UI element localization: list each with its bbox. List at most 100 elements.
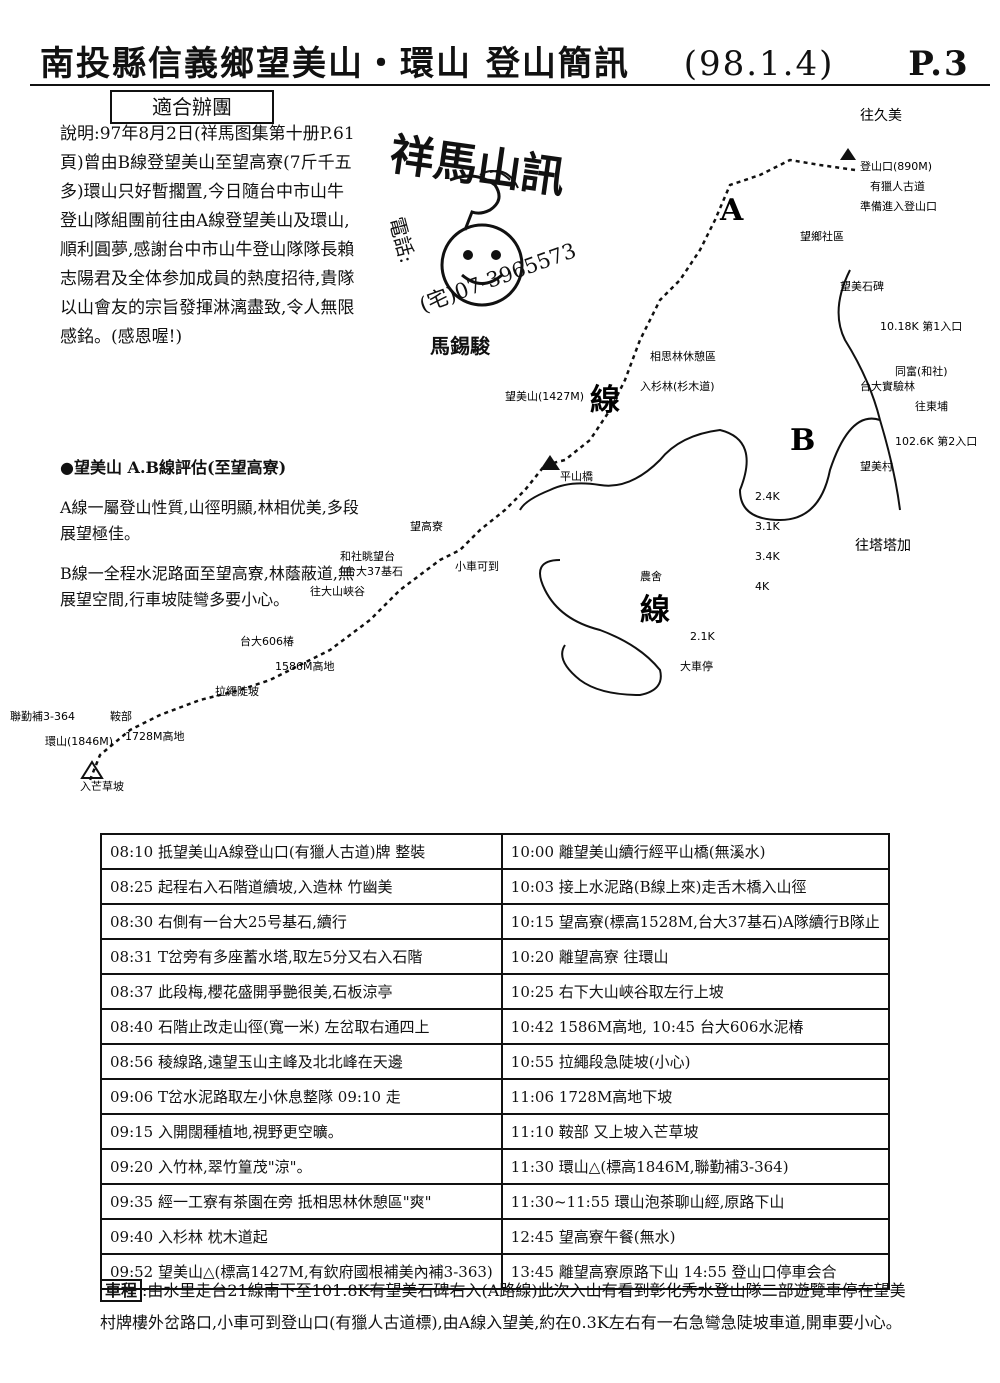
route-a-line-label: 線 [590, 383, 620, 418]
logo-name: 馬錫駿 [430, 334, 490, 358]
transport-tag: 車程 [100, 1279, 143, 1302]
label-bench606: 台大606椿 [240, 634, 294, 648]
evaluation-line-a: A線一屬登山性質,山徑明顯,林相优美,多段展望極佳。 [60, 498, 359, 543]
highway-21 [837, 269, 901, 511]
label-small-car: 小車可到 [455, 559, 499, 573]
route-evaluation: ●望美山 A.B線評估(至望高寮) A線一屬登山性質,山徑明顯,林相优美,多段展… [60, 455, 360, 627]
description-text: 說明:97年8月2日(祥馬图集第十册P.61頁)曾由B線登望美山至望高寮(7斤千… [60, 124, 355, 347]
schedule-left-cell: 09:35 經一工寮有茶園在旁 抵相思林休憩區"爽" [100, 1183, 503, 1220]
table-row: 09:20 入竹林,翠竹篁茂"涼"。11:30 環山△(標高1846M,聯勤補3… [100, 1148, 891, 1185]
label-zhunbei: 準備進入登山口 [860, 199, 937, 213]
schedule-left-cell: 09:52 望美山△(標高1427M,有欽府國根補美內補3-363) [100, 1253, 503, 1290]
label-huanshan: 環山(1846M) [45, 735, 113, 748]
horse-smiley-icon [440, 170, 524, 307]
label-rope: 拉繩陡坡 [215, 684, 259, 698]
label-anbu: 鞍部 [110, 709, 132, 723]
label-trailhead: 登山口(890M) [860, 159, 932, 173]
label-hueshe: 和社眺望台 [340, 549, 395, 563]
evaluation-heading: ●望美山 A.B線評估(至望高寮) [60, 458, 287, 477]
label-mangcao: 入芒草坡 [80, 780, 124, 793]
label-stone37: 台大37基石 [345, 564, 403, 578]
route-b-switchback [539, 559, 662, 697]
schedule-left-cell: 08:56 稜線路,遠望玉山主峰及北北峰在天邊 [100, 1043, 503, 1080]
label-shanmu: 入杉林(杉木道) [640, 379, 715, 393]
label-xiangsi: 相思林休憩區 [650, 349, 716, 363]
schedule-right-cell: 10:03 接上水泥路(B線上來)走舌木橋入山徑 [500, 868, 891, 905]
label-dashan: 往大山峽谷 [310, 584, 365, 598]
evaluation-line-b: B線一全程水泥路面至望高寮,林蔭蔽道,無展望空間,行車坡陡彎多要小心。 [60, 564, 354, 609]
schedule-left-cell: 08:37 此段梅,櫻花盛開爭艷很美,石板涼亭 [100, 973, 503, 1010]
label-cars: 農舍 [640, 569, 662, 583]
suitable-group-label: 適合辦團 [110, 90, 274, 124]
label-wanggaoliao: 望高寮 [410, 519, 443, 533]
schedule-right-cell: 10:55 拉繩段急陡坡(小心) [500, 1043, 891, 1080]
table-row: 09:52 望美山△(標高1427M,有欽府國根補美內補3-363)13:45 … [100, 1253, 891, 1290]
route-a-trail [88, 158, 856, 781]
route-a-label: A [719, 193, 744, 228]
label-tapaka: 往塔塔加 [855, 538, 911, 554]
label-pingshan: 平山橋 [560, 469, 593, 483]
schedule-right-cell: 10:42 1586M高地, 10:45 台大606水泥椿 [500, 1008, 891, 1045]
label-taida: 台大實驗林 [860, 379, 915, 393]
label-wangmeishan: 望美山(1427M) [505, 390, 584, 403]
label-wangxiang: 望鄉社區 [800, 229, 844, 243]
title-text: 南投縣信義鄉望美山・環山 登山簡訊 [40, 44, 630, 84]
transport-text: :由水里走台21線南下至101.8K有望美石碑右入(A路線)此次入山有看到彰化秀… [100, 1281, 906, 1332]
label-tongfu: 同富(和社) [895, 364, 948, 378]
schedule-right-cell: 11:06 1728M高地下坡 [500, 1078, 891, 1115]
route-b-line-label: 線 [640, 593, 670, 628]
wangmeishan-peak-icon [540, 455, 560, 470]
schedule-right-cell: 11:10 鞍部 又上坡入芒草坡 [500, 1113, 891, 1150]
schedule-left-cell: 09:40 入杉林 枕木道起 [100, 1218, 503, 1255]
schedule-left-cell: 09:20 入竹林,翠竹篁茂"涼"。 [100, 1148, 503, 1185]
schedule-left-cell: 08:25 起程右入石階道續坡,入造林 竹幽美 [100, 868, 503, 905]
label-h1586: 1586M高地 [275, 659, 335, 673]
label-k31: 3.1K [755, 520, 780, 533]
label-wangmei-shi: 望美石碑 [840, 280, 884, 293]
trail-map: A B 線 線 往久美 登山口(890M) 有獵人古道 準備進入登山口 望鄉社區… [10, 108, 977, 793]
transport-note: 車程:由水里走台21線南下至101.8K有望美石碑右入(A路線)此次入山有看到彰… [100, 1275, 920, 1339]
schedule-right-cell: 10:20 離望高寮 往環山 [500, 938, 891, 975]
table-row: 09:35 經一工寮有茶園在旁 抵相思林休憩區"爽"11:30~11:55 環山… [100, 1183, 891, 1220]
title-date: (98.1.4) [683, 44, 835, 84]
label-k4: 4K [755, 580, 770, 593]
schedule-left-cell: 08:30 右側有一台大25号基石,續行 [100, 903, 503, 940]
label-wangmei-cun: 望美村 [860, 459, 893, 473]
label-bigcar: 大車停 [680, 659, 713, 673]
label-hunter: 有獵人古道 [870, 179, 925, 193]
table-row: 09:15 入開闊種植地,視野更空曠。11:10 鞍部 又上坡入芒草坡 [100, 1113, 891, 1150]
huanshan-peak-icon [80, 760, 104, 779]
label-k21: 2.1K [690, 630, 715, 643]
schedule-left-cell: 08:10 抵望美山A線登山口(有獵人古道)牌 整裝 [100, 833, 503, 870]
label-h1728: 1728M高地 [125, 729, 185, 743]
label-entrance1: 10.18K 第1入口 [880, 319, 962, 333]
schedule-right-cell: 10:00 離望美山續行經平山橋(無溪水) [500, 833, 891, 870]
page-number: P.3 [908, 44, 970, 84]
schedule-left-cell: 09:15 入開闊種植地,視野更空曠。 [100, 1113, 503, 1150]
schedule-right-cell: 10:25 右下大山峽谷取左行上坡 [500, 973, 891, 1010]
schedule-left-cell: 09:06 T岔水泥路取左小休息整隊 09:10 走 [100, 1078, 503, 1115]
label-k24: 2.4K [755, 490, 780, 503]
route-b-label: B [790, 423, 815, 458]
route-b-road [519, 417, 881, 522]
schedule-left-cell: 08:31 T岔旁有多座蓄水塔,取左5分又右入石階 [100, 938, 503, 975]
schedule-right-cell: 11:30 環山△(標高1846M,聯勤補3-364) [500, 1148, 891, 1185]
label-entrance2: 102.6K 第2入口 [895, 434, 977, 448]
schedule-right-cell: 11:30~11:55 環山泡茶聊山經,原路下山 [500, 1183, 891, 1220]
label-jiuzhu: 往久美 [860, 108, 902, 124]
schedule-right-cell: 12:45 望高寮午餐(無水) [500, 1218, 891, 1255]
trailhead-peak-icon [840, 148, 856, 160]
title-underline [30, 84, 990, 86]
schedule-left-cell: 08:40 石階止改走山徑(寬一米) 左岔取右通四上 [100, 1008, 503, 1045]
label-k34: 3.4K [755, 550, 780, 563]
page-title: 南投縣信義鄉望美山・環山 登山簡訊 (98.1.4) P.3 [40, 36, 970, 85]
